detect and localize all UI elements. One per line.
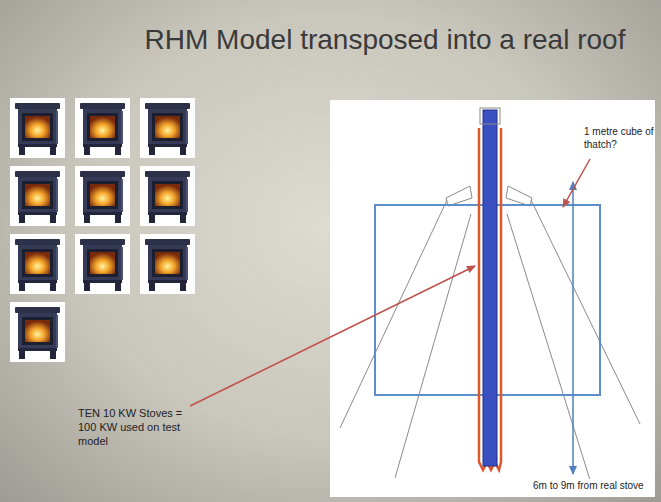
chimney-pipe <box>479 108 501 470</box>
note-label: TEN 10 KW Stoves = 100 KW used on test m… <box>78 406 198 448</box>
drawing-panel <box>330 100 655 497</box>
note-label-text: 6m to 9m from real stove <box>531 479 646 492</box>
note-label-text: TEN 10 KW Stoves = 100 KW used on test m… <box>78 406 198 448</box>
slide-title-text: RHM Model transposed into a real roof <box>145 24 626 56</box>
note-label: 1 metre cube of thatch? <box>584 125 654 151</box>
note-label-text: 1 metre cube of thatch? <box>584 125 654 151</box>
leader-arrow <box>563 159 590 207</box>
dimension-arrow <box>572 182 574 474</box>
stove-icons <box>10 98 195 362</box>
slide-title: RHM Model transposed into a real roof <box>60 24 661 56</box>
note-label: 6m to 9m from real stove <box>531 479 646 492</box>
leader-arrow <box>190 266 475 406</box>
